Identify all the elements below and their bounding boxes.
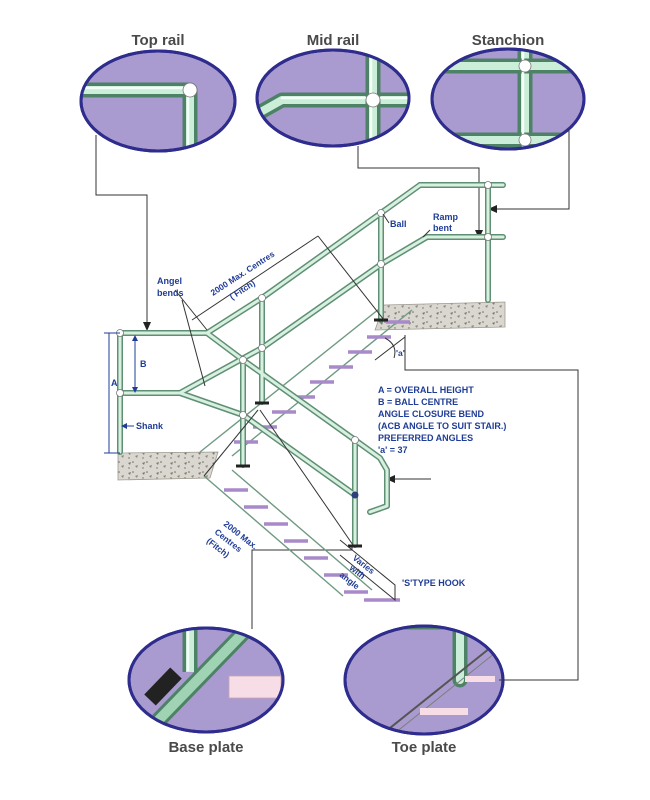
note-line: PREFERRED ANGLES [378, 433, 473, 443]
dimensions [104, 213, 431, 602]
note-line: A = OVERALL HEIGHT [378, 385, 474, 395]
stanchion-detail [430, 47, 586, 151]
title-top-rail: Top rail [131, 32, 184, 49]
label-angel-bends-1: Angel [157, 276, 182, 286]
label-ramp-bent-1: Ramp [433, 212, 459, 222]
mid-rail-detail [255, 48, 411, 148]
title-toe-plate: Toe plate [392, 739, 457, 756]
label-ramp-bent-2: bent [433, 223, 452, 233]
top-rail-detail [79, 49, 237, 153]
label-s-type-hook: 'S'TYPE HOOK [402, 578, 466, 588]
notes-block: A = OVERALL HEIGHT B = BALL CENTRE ANGLE… [378, 385, 506, 455]
note-line: ANGLE CLOSURE BEND [378, 409, 485, 419]
leader-lines [95, 130, 579, 681]
note-line: (ACB ANGLE TO SUIT STAIR.) [378, 421, 506, 431]
label-ball: Ball [390, 219, 407, 229]
label-angel-bends-2: bends [157, 288, 184, 298]
title-mid-rail: Mid rail [307, 32, 360, 49]
title-stanchion: Stanchion [472, 32, 545, 49]
lower-landing [117, 451, 219, 481]
upper-landing [374, 301, 506, 331]
base-plate-detail [127, 626, 285, 734]
label-dim-b: B [140, 359, 147, 369]
handrail-structure [116, 181, 506, 548]
label-angle-a: 'a' [396, 348, 405, 358]
lower-stair-flight [203, 469, 400, 602]
title-base-plate: Base plate [168, 739, 243, 756]
note-line: B = BALL CENTRE [378, 397, 458, 407]
label-shank: Shank [136, 421, 164, 431]
note-line: 'a' = 37 [378, 445, 408, 455]
label-dim-a: A [111, 378, 118, 388]
